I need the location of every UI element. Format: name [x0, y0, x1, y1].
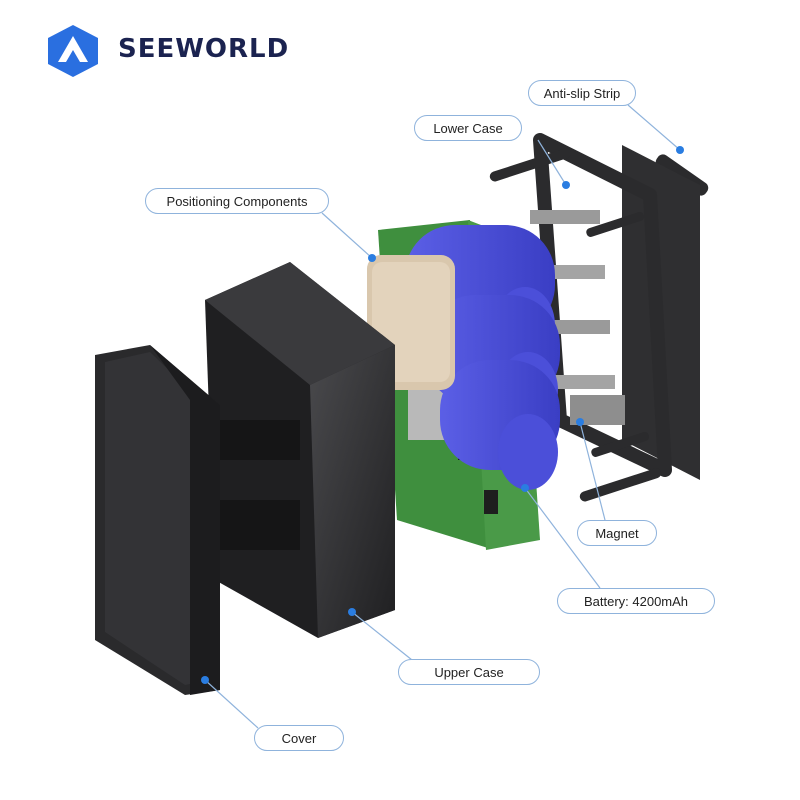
label-cover: Cover	[254, 725, 344, 751]
label-anti-slip-strip: Anti-slip Strip	[528, 80, 636, 106]
label-positioning-components: Positioning Components	[145, 188, 329, 214]
cover-part	[95, 345, 220, 695]
callout-lines	[204, 104, 681, 729]
callout-dots	[201, 146, 684, 684]
label-upper-case: Upper Case	[398, 659, 540, 685]
triangle-mountain-icon	[48, 25, 98, 77]
battery-part	[405, 225, 560, 490]
upper-case-part	[205, 262, 395, 638]
label-lower-case: Lower Case	[414, 115, 522, 141]
brand-name: SEEWORLD	[118, 34, 290, 64]
label-battery: Battery: 4200mAh	[557, 588, 715, 614]
label-magnet: Magnet	[577, 520, 657, 546]
